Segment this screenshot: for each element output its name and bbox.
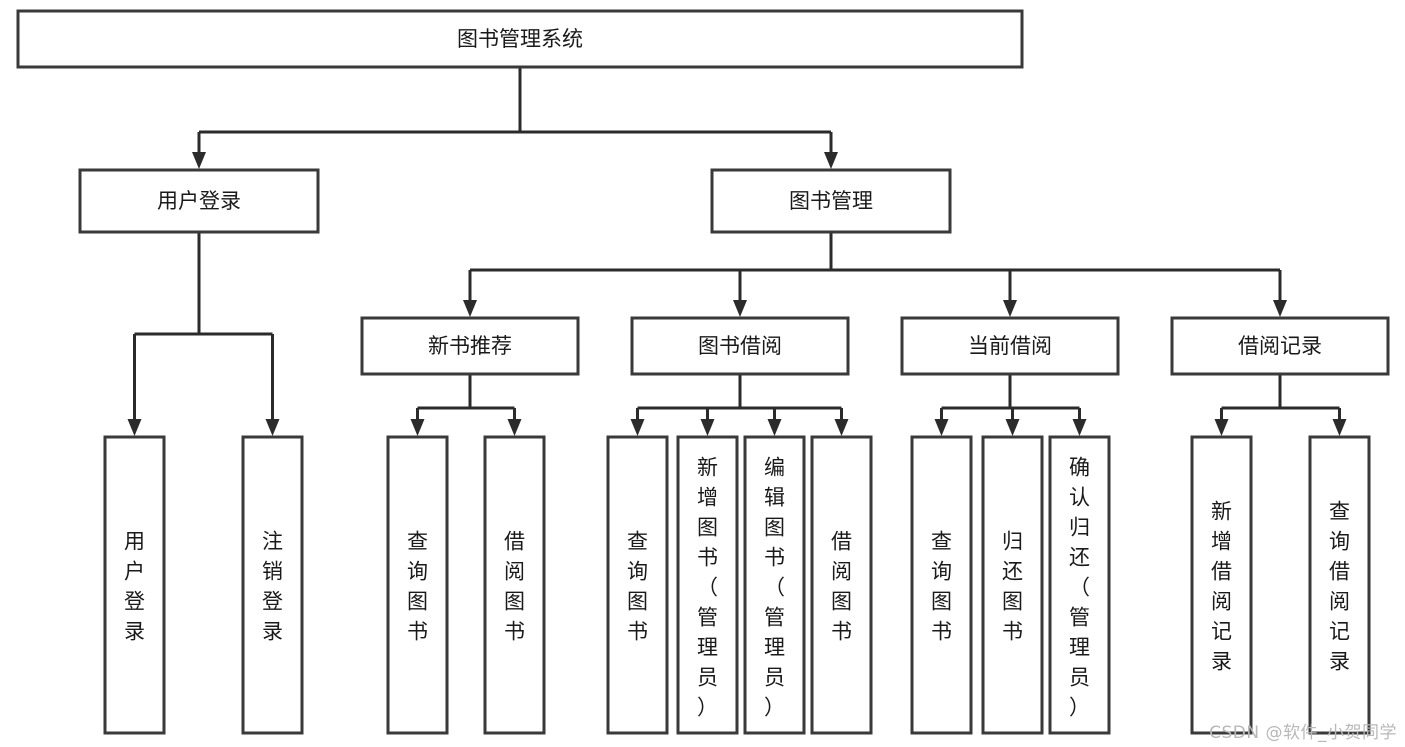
- node-label: 借阅图书: [831, 529, 852, 643]
- arrow-head-icon: [824, 152, 838, 169]
- node-level3-0[interactable]: 新书推荐: [360, 316, 580, 376]
- node-level3-2[interactable]: 当前借阅: [900, 316, 1120, 376]
- node-root-0[interactable]: 图书管理系统: [16, 9, 1024, 69]
- node-rect: [1190, 435, 1253, 735]
- node-rect: [483, 435, 546, 735]
- arrow-head-icon: [410, 419, 425, 436]
- node-boxes: 图书管理系统用户登录图书管理新书推荐图书借阅当前借阅借阅记录用户登录注销登录查询…: [16, 9, 1390, 735]
- node-label: 当前借阅: [968, 334, 1052, 358]
- node-rect: [241, 435, 304, 735]
- node-rect: [981, 435, 1044, 735]
- arrow-head-icon: [127, 419, 142, 436]
- node-level3-1[interactable]: 图书借阅: [630, 316, 850, 376]
- node-leaf-4[interactable]: 查询图书: [606, 435, 669, 735]
- arrow-head-icon: [1273, 300, 1287, 317]
- node-label: 图书管理: [789, 189, 873, 213]
- node-leaf-8[interactable]: 查询图书: [910, 435, 973, 735]
- node-level3-3[interactable]: 借阅记录: [1170, 316, 1390, 376]
- node-rect: [1308, 435, 1371, 735]
- node-rect: [360, 316, 580, 376]
- node-label: 用户登录: [124, 529, 145, 643]
- node-label: 注销登录: [262, 529, 283, 643]
- node-leaf-3[interactable]: 借阅图书: [483, 435, 546, 735]
- node-label: 图书借阅: [698, 334, 782, 358]
- node-leaf-0[interactable]: 用户登录: [103, 435, 166, 735]
- node-rect: [710, 168, 952, 234]
- arrow-head-icon: [265, 419, 280, 436]
- node-level2-0[interactable]: 用户登录: [78, 168, 320, 234]
- arrow-head-icon: [834, 419, 849, 436]
- arrow-head-icon: [1072, 419, 1087, 436]
- arrow-head-icon: [1005, 419, 1020, 436]
- arrow-head-icon: [1214, 419, 1229, 436]
- arrow-head-icon: [192, 152, 206, 169]
- node-rect: [606, 435, 669, 735]
- arrow-head-icon: [1003, 300, 1017, 317]
- arrow-head-icon: [463, 300, 477, 317]
- node-label: 编辑图书（管理员）: [764, 455, 785, 719]
- node-leaf-10[interactable]: 确认归还（管理员）: [1048, 435, 1111, 735]
- arrow-head-icon: [934, 419, 949, 436]
- node-rect: [103, 435, 166, 735]
- node-leaf-12[interactable]: 查询借阅记录: [1308, 435, 1371, 735]
- node-leaf-1[interactable]: 注销登录: [241, 435, 304, 735]
- arrow-head-icon: [1332, 419, 1347, 436]
- arrow-head-icon: [700, 419, 715, 436]
- node-rect: [1048, 435, 1111, 735]
- node-rect: [1170, 316, 1390, 376]
- node-label: 查询图书: [931, 529, 952, 643]
- node-label: 借阅图书: [504, 529, 525, 643]
- node-rect: [810, 435, 873, 735]
- node-label: 图书管理系统: [457, 27, 583, 51]
- node-rect: [78, 168, 320, 234]
- node-leaf-11[interactable]: 新增借阅记录: [1190, 435, 1253, 735]
- node-label: 查询图书: [407, 529, 428, 643]
- node-rect: [743, 435, 806, 735]
- node-rect: [900, 316, 1120, 376]
- node-label: 新书推荐: [428, 334, 512, 358]
- csdn-watermark: CSDN @软件_小贺同学: [1209, 723, 1397, 743]
- node-label: 借阅记录: [1238, 334, 1322, 358]
- node-leaf-7[interactable]: 借阅图书: [810, 435, 873, 735]
- arrow-head-icon: [767, 419, 782, 436]
- node-label: 确认归还（管理员）: [1069, 455, 1090, 719]
- node-rect: [676, 435, 739, 735]
- node-rect: [386, 435, 449, 735]
- node-leaf-9[interactable]: 归还图书: [981, 435, 1044, 735]
- node-rect: [630, 316, 850, 376]
- node-label: 新增借阅记录: [1211, 499, 1232, 673]
- connector-lines: [127, 67, 1347, 436]
- node-rect: [910, 435, 973, 735]
- node-label: 新增图书（管理员）: [697, 455, 718, 719]
- node-level2-1[interactable]: 图书管理: [710, 168, 952, 234]
- arrow-head-icon: [630, 419, 645, 436]
- node-leaf-2[interactable]: 查询图书: [386, 435, 449, 735]
- node-label: 用户登录: [157, 189, 241, 213]
- node-label: 查询图书: [627, 529, 648, 643]
- node-label: 归还图书: [1002, 529, 1023, 643]
- node-leaf-5[interactable]: 新增图书（管理员）: [676, 435, 739, 735]
- node-label: 查询借阅记录: [1329, 499, 1350, 673]
- node-rect: [16, 9, 1024, 69]
- arrow-head-icon: [507, 419, 522, 436]
- node-leaf-6[interactable]: 编辑图书（管理员）: [743, 435, 806, 735]
- arrow-head-icon: [733, 300, 747, 317]
